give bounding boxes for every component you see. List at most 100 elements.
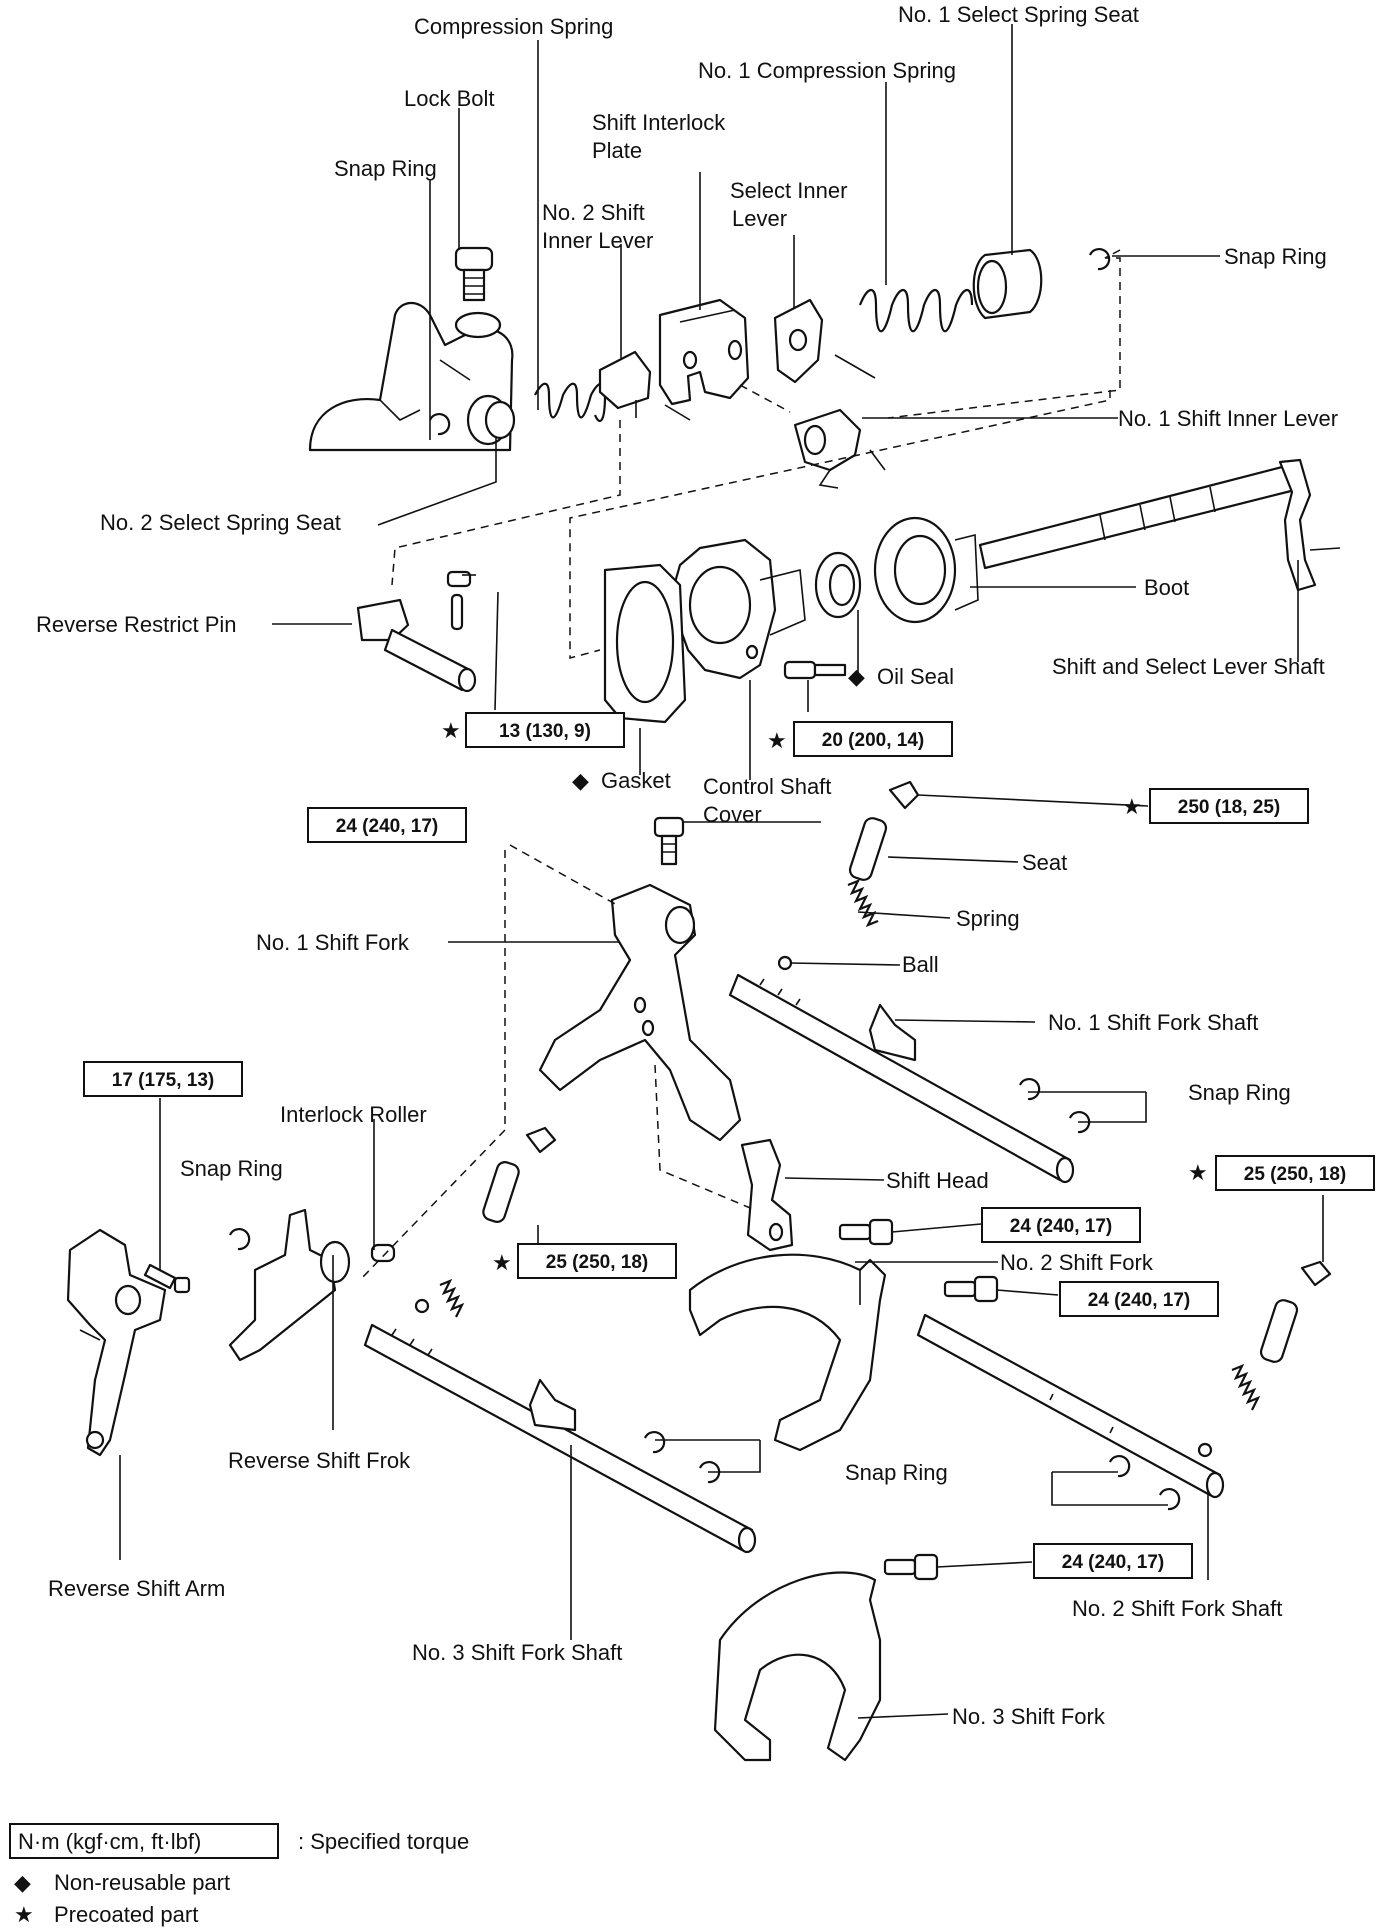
no1-select-spring-seat-part — [972, 248, 1043, 320]
star-25-left: ★ — [492, 1251, 512, 1276]
detent-ball-left — [414, 1298, 430, 1314]
label-reverse-shift-arm: Reverse Shift Arm — [48, 1576, 225, 1601]
label-snap-ring-bottom: Snap Ring — [845, 1460, 948, 1485]
spring-part — [847, 878, 879, 928]
legend: N·m (kgf·cm, ft·lbf) : Specified torque … — [9, 1823, 469, 1928]
detent-spring-right — [1231, 1363, 1261, 1411]
interlock-roller-part — [370, 1243, 396, 1263]
label-interlock-roller: Interlock Roller — [280, 1102, 427, 1127]
snap-ring-left-part — [228, 1228, 251, 1251]
label-shift-interlock-plate-line1: Shift Interlock — [592, 110, 726, 135]
select-inner-lever-part — [773, 298, 876, 384]
no2-shift-inner-lever-part — [598, 350, 652, 418]
torque-box-25-250-18-left — [517, 1243, 677, 1279]
detent-plug-left — [525, 1126, 557, 1154]
legend-non-reusable: Non-reusable part — [54, 1870, 230, 1895]
no3-shift-fork-bolt — [883, 1553, 939, 1581]
star-25-right: ★ — [1188, 1161, 1208, 1186]
label-no2-shift-inner-lever-line2: Inner Lever — [542, 228, 653, 253]
torque-box-25-250-18-right — [1215, 1155, 1375, 1191]
label-snap-ring-top-left: Snap Ring — [334, 156, 437, 181]
label-no1-select-spring-seat: No. 1 Select Spring Seat — [898, 2, 1139, 27]
detent-seat-right — [1259, 1299, 1299, 1363]
label-shift-and-select-lever-shaft: Shift and Select Lever Shaft — [1052, 654, 1325, 679]
reverse-shift-arm-part — [66, 1228, 167, 1457]
label-no2-shift-fork-shaft: No. 2 Shift Fork Shaft — [1072, 1596, 1282, 1621]
lock-bolt — [454, 246, 494, 302]
legend-torque-units: N·m (kgf·cm, ft·lbf) — [18, 1829, 201, 1854]
label-no1-shift-fork-shaft: No. 1 Shift Fork Shaft — [1048, 1010, 1258, 1035]
legend-precoated: Precoated part — [54, 1902, 198, 1927]
transmission-housing — [308, 301, 514, 452]
label-select-inner-lever-line1: Select Inner — [730, 178, 847, 203]
label-lock-bolt: Lock Bolt — [404, 86, 495, 111]
snap-ring-bottom-part-1 — [643, 1431, 666, 1454]
label-no2-shift-inner-lever-line1: No. 2 Shift — [542, 200, 645, 225]
label-no1-shift-fork: No. 1 Shift Fork — [256, 930, 410, 955]
shift-fork-bolt-top — [653, 816, 685, 866]
label-shift-interlock-plate-line2: Plate — [592, 138, 642, 163]
shift-head-part — [740, 1138, 794, 1252]
label-compression-spring: Compression Spring — [414, 14, 613, 39]
torque-17-175-13: 17 (175, 13) — [112, 1070, 214, 1091]
torque-24-240-17-top: 24 (240, 17) — [336, 816, 438, 837]
no1-compression-spring-part — [858, 288, 974, 333]
no2-select-spring-seat-part — [466, 394, 516, 446]
detent-plug-right — [1300, 1260, 1332, 1287]
torque-250-18-25: 250 (18, 25) — [1178, 797, 1280, 818]
label-no1-compression-spring: No. 1 Compression Spring — [698, 58, 956, 83]
star-250: ★ — [1122, 795, 1142, 820]
gasket-part — [603, 563, 687, 724]
oil-seal-part — [814, 551, 862, 619]
torque-box-20-200-14 — [793, 721, 953, 757]
no3-shift-fork-shaft-part — [363, 1323, 757, 1554]
label-no3-shift-fork: No. 3 Shift Fork — [952, 1704, 1106, 1729]
torque-box-24-240-17-mid — [981, 1207, 1141, 1243]
torque-25-250-18-left: 25 (250, 18) — [546, 1252, 648, 1273]
no1-shift-inner-lever-part — [793, 408, 886, 489]
diamond-gasket: ◆ — [572, 769, 589, 794]
torque-box-17-175-13 — [83, 1061, 243, 1097]
snap-ring-bottom-part-4 — [1158, 1488, 1181, 1511]
dashed-guides — [359, 249, 1121, 1281]
restrict-pin-plug — [446, 570, 472, 588]
torque-box-24-240-17-bottom — [1033, 1543, 1193, 1579]
label-spring: Spring — [956, 906, 1020, 931]
label-reverse-shift-frok: Reverse Shift Frok — [228, 1448, 411, 1473]
no2-shift-fork-shaft-part — [916, 1313, 1225, 1499]
label-boot: Boot — [1144, 575, 1189, 600]
snap-ring-mid-right-part-1 — [1018, 1078, 1041, 1101]
control-shaft-cover-part — [668, 538, 806, 680]
no2-shift-fork-bolt — [943, 1275, 999, 1303]
detent-plug-top — [888, 780, 920, 810]
torque-20-200-14: 20 (200, 14) — [822, 730, 924, 751]
seat-part — [848, 817, 888, 881]
label-no3-shift-fork-shaft: No. 3 Shift Fork Shaft — [412, 1640, 622, 1665]
legend-torque-desc: : Specified torque — [298, 1829, 469, 1854]
label-control-shaft-cover-line1: Control Shaft — [703, 774, 831, 799]
ball-part — [777, 955, 793, 971]
label-oil-seal: Oil Seal — [877, 664, 954, 689]
restrict-pin-roller — [450, 593, 464, 631]
reverse-shift-fork-part — [228, 1208, 351, 1362]
snap-ring-bottom-part-3 — [1108, 1455, 1131, 1478]
reverse-arm-bolt — [143, 1263, 191, 1294]
no3-shift-fork-part — [713, 1571, 882, 1762]
snap-ring-top-right-part — [1088, 248, 1111, 271]
diamond-oil-seal: ◆ — [848, 665, 865, 690]
shift-interlock-plate-part — [658, 298, 750, 421]
torque-box-13-130-9 — [465, 712, 625, 748]
label-snap-ring-left: Snap Ring — [180, 1156, 283, 1181]
shift-head-bolt — [838, 1218, 894, 1246]
label-ball: Ball — [902, 952, 939, 977]
shift-and-select-lever-shaft-part — [978, 458, 1341, 592]
cover-bolt-part — [783, 660, 847, 680]
label-snap-ring-top-right: Snap Ring — [1224, 244, 1327, 269]
torque-box-24-240-17-right — [1059, 1281, 1219, 1317]
label-no2-select-spring-seat: No. 2 Select Spring Seat — [100, 510, 341, 535]
reverse-restrict-pin-part — [356, 598, 477, 693]
label-no2-shift-fork: No. 2 Shift Fork — [1000, 1250, 1154, 1275]
torque-callouts: ★ 13 (130, 9) ★ 20 (200, 14) 24 (240, 17… — [83, 712, 1375, 1579]
label-select-inner-lever-line2: Lever — [732, 206, 787, 231]
